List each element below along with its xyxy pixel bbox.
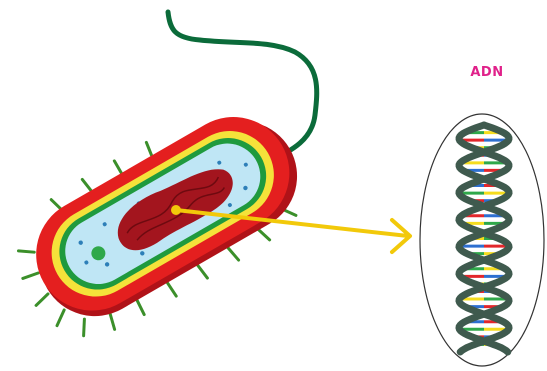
dna-label: ADN [470, 65, 503, 80]
